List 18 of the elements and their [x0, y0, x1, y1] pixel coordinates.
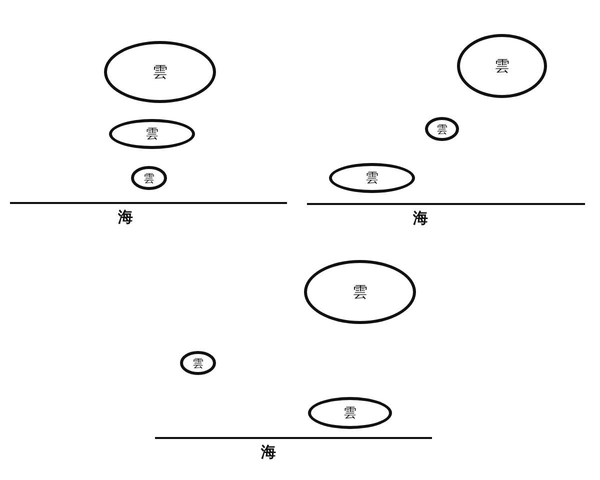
cloud-label: 雲 [152, 64, 168, 80]
cloud-label: 雲 [192, 358, 204, 368]
cloud-label: 雲 [144, 172, 154, 184]
cloud-label: 雲 [436, 124, 448, 134]
cloud-label: 雲 [146, 128, 158, 140]
cloud-label: 雲 [352, 284, 368, 300]
sea-label: 海 [261, 445, 276, 460]
sea-line [307, 203, 585, 227]
cloud-ellipse [425, 117, 459, 141]
sea-line [155, 437, 432, 461]
cloud-ellipse [131, 166, 167, 190]
cloud-ellipse [180, 351, 216, 375]
cloud-label: 雲 [494, 58, 510, 74]
cloud-label: 雲 [344, 406, 356, 420]
cloud-label: 雲 [366, 172, 378, 184]
sea-line [10, 202, 287, 226]
sea-label: 海 [118, 210, 133, 225]
sea-label: 海 [413, 211, 428, 226]
